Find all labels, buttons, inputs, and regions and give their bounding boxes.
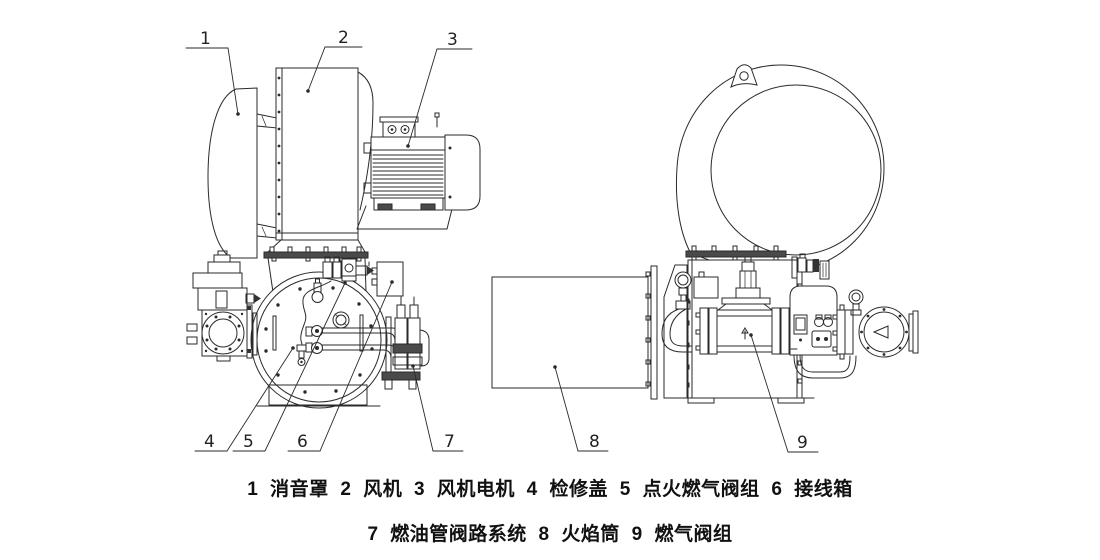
gauge-pipe (661, 308, 693, 353)
sight-glass (332, 311, 350, 329)
pilot-valve-small (311, 278, 324, 303)
callout-6: 6 (287, 280, 394, 452)
left-view (186, 67, 481, 409)
gas-valve-assembly-left (186, 250, 261, 362)
callout-7: 7 (411, 364, 464, 452)
ignition-cable (296, 280, 332, 366)
callout-4: 4 (194, 346, 295, 452)
callout-1: 1 (185, 29, 240, 116)
lifting-lug (730, 64, 758, 88)
callout-8: 8 (553, 365, 609, 452)
oil-pipe-valve-system (381, 296, 430, 390)
gauge-bracket (661, 264, 693, 399)
mounting-flange (645, 265, 658, 400)
callout-number: 9 (797, 433, 808, 453)
gas-valve-group (695, 256, 794, 355)
motor-fan-cover (444, 134, 481, 211)
pressure-gauge (674, 271, 692, 310)
callout-3: 3 (406, 30, 473, 148)
callout-number: 4 (204, 432, 215, 452)
ignition-valve-side (791, 253, 830, 280)
small-pressure-gauge (848, 289, 864, 316)
silencer-cover (207, 87, 278, 259)
flame-tube (491, 276, 649, 389)
callout-number: 6 (297, 432, 308, 452)
callout-5: 5 (232, 281, 347, 452)
callout-number: 7 (444, 432, 455, 452)
callout-2: 2 (306, 28, 363, 93)
bypass-pipe (793, 354, 857, 379)
volute-outlet-flange (685, 245, 787, 262)
legend-line-2: 7 燃油管阀路系统 8 火焰筒 9 燃气阀组 (367, 524, 733, 545)
callout-number: 1 (200, 29, 211, 49)
callout-number: 3 (447, 30, 458, 50)
valve-outlet-flanges (832, 304, 854, 360)
callout-number: 2 (338, 28, 349, 48)
callouts: 1 2 3 4 5 6 7 8 (185, 28, 819, 453)
fan-volute (675, 64, 885, 272)
right-view (491, 64, 919, 404)
callout-number: 8 (589, 432, 600, 452)
valve-actuator (735, 256, 761, 299)
ignition-gas-valve-group (322, 256, 374, 282)
motor-fins (372, 154, 444, 196)
control-unit (789, 285, 838, 356)
junction-box (371, 261, 404, 297)
flow-arrow (872, 325, 889, 339)
feet (687, 397, 805, 404)
callout-number: 5 (243, 432, 254, 452)
callout-9: 9 (749, 333, 819, 453)
display-window (795, 317, 806, 331)
inlet-flange-sightglass (858, 306, 919, 358)
fan-housing (267, 67, 374, 253)
outlet-flange (263, 246, 369, 262)
legend-line-1: 1 消音罩 2 风机 3 风机电机 4 检修盖 5 点火燃气阀组 6 接线箱 (247, 479, 853, 500)
fan-motor (356, 112, 481, 230)
